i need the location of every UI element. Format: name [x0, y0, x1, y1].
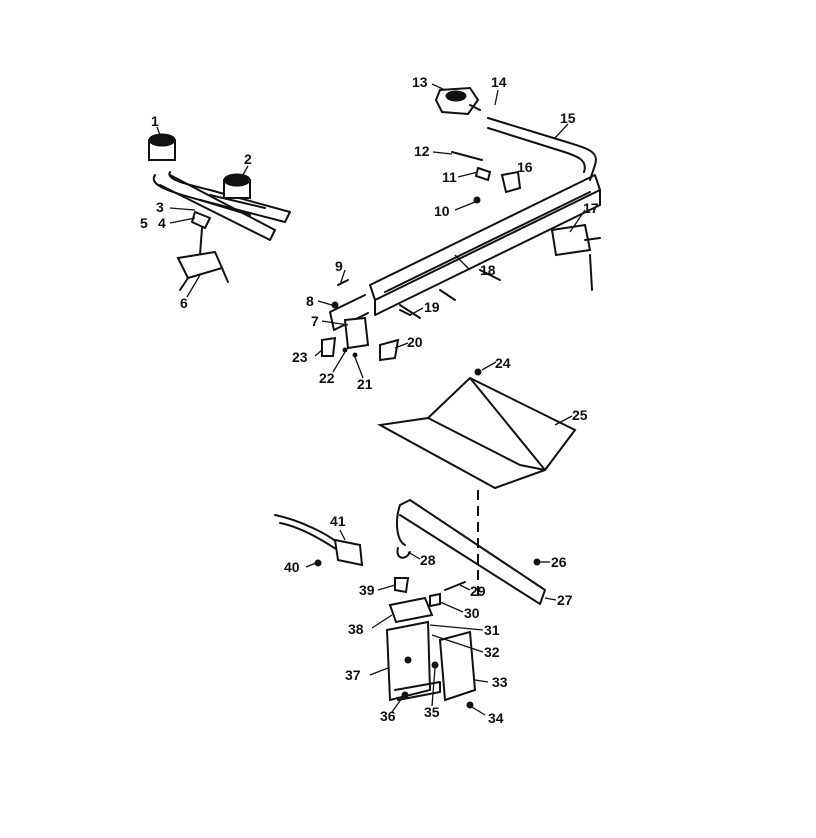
callout-13: 13: [412, 74, 428, 90]
callout-3: 3: [156, 199, 164, 215]
callout-33: 33: [492, 674, 508, 690]
callout-2: 2: [244, 151, 252, 167]
callout-26: 26: [551, 554, 567, 570]
callout-38: 38: [348, 621, 364, 637]
surface-burner-assembly: [148, 133, 291, 291]
oven-burner-assembly: [274, 499, 546, 605]
callout-28: 28: [420, 552, 436, 568]
callout-1: 1: [151, 113, 159, 129]
callout-18: 18: [480, 262, 496, 278]
callout-4: 4: [158, 215, 166, 231]
callout-25: 25: [572, 407, 588, 423]
callout-10: 10: [434, 203, 450, 219]
callout-36: 36: [380, 708, 396, 724]
callout-5: 5: [140, 215, 148, 231]
callout-41: 41: [330, 513, 346, 529]
callout-14: 14: [491, 74, 507, 90]
burner-baffle: [376, 368, 577, 490]
callout-15: 15: [560, 110, 576, 126]
callout-21: 21: [357, 376, 373, 392]
callout-40: 40: [284, 559, 300, 575]
leader-lines: [156, 83, 586, 716]
safety-valve-assembly: [385, 577, 477, 709]
callout-6: 6: [180, 295, 188, 311]
callout-30: 30: [464, 605, 480, 621]
callout-7: 7: [311, 313, 319, 329]
callout-12: 12: [414, 143, 430, 159]
callout-22: 22: [319, 370, 335, 386]
callout-labels: 1 2 3 5 4 6 13 14 15 12 11 16 10 17 9 18…: [140, 74, 599, 726]
callout-32: 32: [484, 644, 500, 660]
callout-11: 11: [442, 169, 457, 185]
valve-bracket: [550, 223, 601, 291]
callout-9: 9: [335, 258, 343, 274]
callout-29: 29: [470, 583, 486, 599]
callout-37: 37: [345, 667, 361, 683]
callout-17: 17: [583, 200, 599, 216]
small-parts-upper: [451, 151, 522, 204]
callout-35: 35: [424, 704, 440, 720]
callout-31: 31: [484, 622, 500, 638]
pressure-regulator: [434, 86, 481, 116]
callout-34: 34: [488, 710, 504, 726]
valve-cluster: [321, 279, 411, 362]
callout-24: 24: [495, 355, 511, 371]
callout-8: 8: [306, 293, 314, 309]
callout-39: 39: [359, 582, 375, 598]
callout-23: 23: [292, 349, 308, 365]
callout-27: 27: [557, 592, 573, 608]
callout-19: 19: [424, 299, 440, 315]
manifold-assembly: [329, 117, 601, 331]
callout-20: 20: [407, 334, 423, 350]
callout-16: 16: [517, 159, 533, 175]
